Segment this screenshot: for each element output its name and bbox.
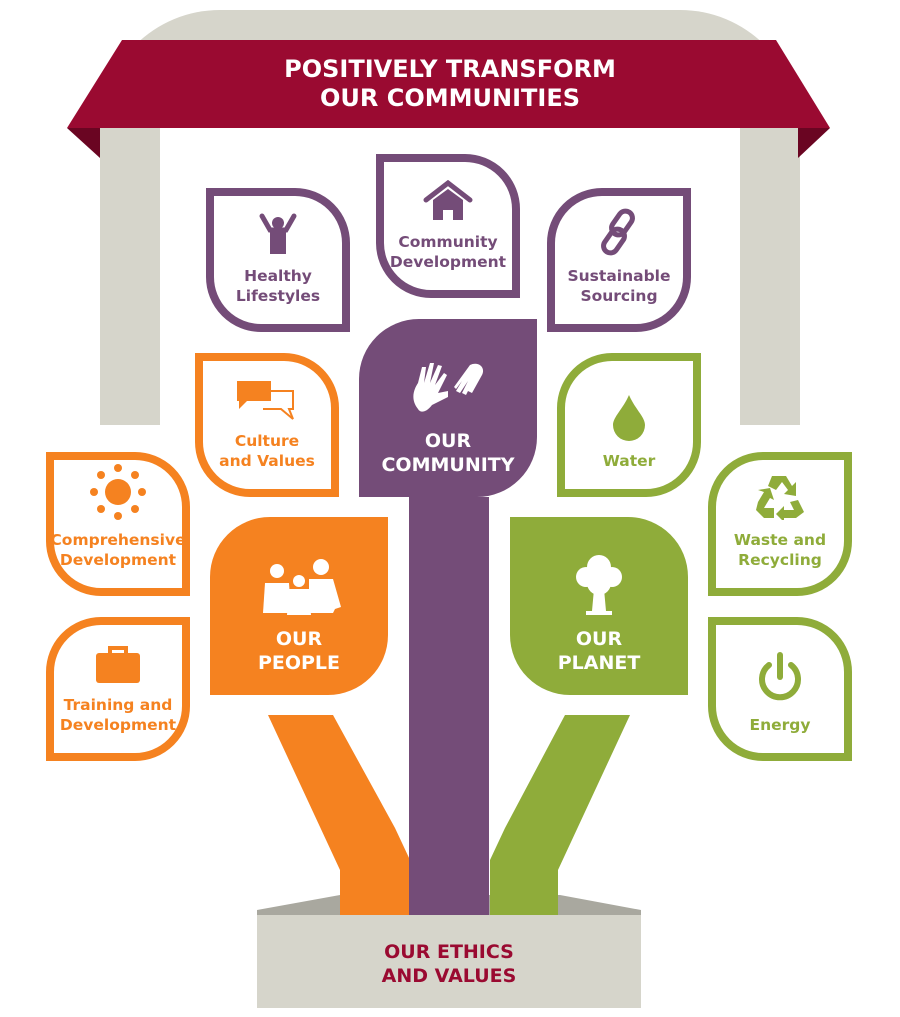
base-block	[257, 915, 641, 1008]
orange-root	[268, 715, 410, 915]
chain-link-icon	[601, 208, 635, 256]
water-drop-icon	[613, 395, 645, 441]
briefcase-icon	[96, 646, 140, 683]
leaf-water: Water	[557, 353, 701, 497]
house-icon	[423, 180, 473, 220]
recycle-icon	[756, 476, 804, 520]
green-root	[490, 715, 630, 915]
banner-roof	[67, 40, 830, 158]
power-icon	[759, 652, 801, 701]
purple-trunk	[409, 497, 489, 915]
person-cheering-icon	[259, 213, 297, 254]
speech-bubbles-icon	[237, 381, 294, 420]
leaf-energy: Energy	[708, 617, 852, 761]
sun-icon	[90, 464, 146, 520]
hands-icon	[413, 363, 484, 412]
family-icon	[263, 559, 341, 615]
tree-icon	[576, 555, 622, 615]
